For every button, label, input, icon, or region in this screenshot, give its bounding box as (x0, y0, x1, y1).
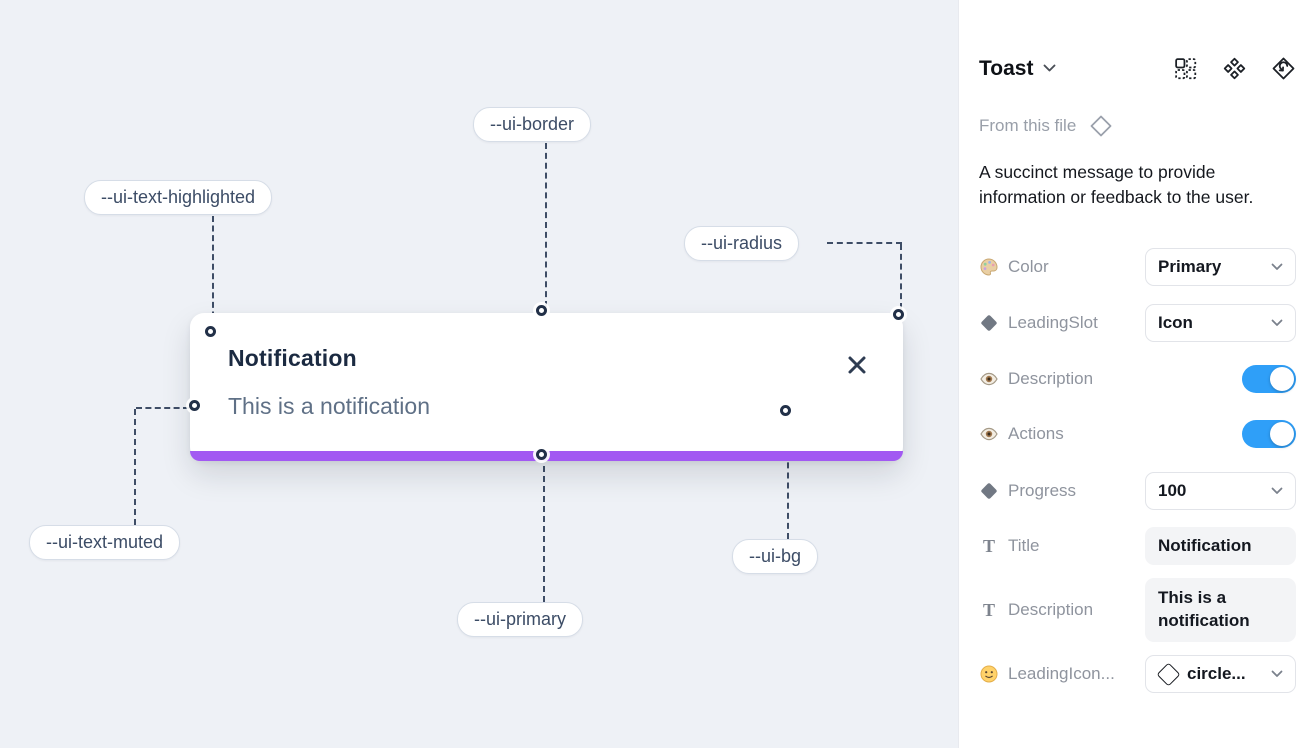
progress-select[interactable]: 100 (1145, 472, 1296, 510)
label-ui-text-highlighted-text: --ui-text-highlighted (101, 187, 256, 207)
connector-ui-text-muted-vertical (134, 409, 136, 525)
label-ui-radius[interactable]: --ui-radius (684, 226, 800, 261)
header-icons (1173, 56, 1296, 81)
toast-component[interactable]: Notification This is a notification (190, 313, 903, 461)
title-field[interactable]: Notification (1145, 527, 1296, 565)
properties-panel: Toast (958, 0, 1312, 748)
prop-label-description-text: Description (1008, 600, 1094, 619)
color-select-value: Primary (1158, 257, 1222, 276)
label-ui-text-muted[interactable]: --ui-text-muted (29, 525, 181, 560)
diamond-outline-icon (1156, 661, 1181, 687)
smiley-icon (979, 664, 999, 684)
progress-select-value: 100 (1158, 481, 1187, 500)
description-field[interactable]: This is a notification (1145, 578, 1296, 642)
prop-label-actions-toggle: Actions (1008, 424, 1064, 443)
component-description: A succinct message to provide informatio… (979, 162, 1254, 208)
prop-row-description-toggle: Description (979, 365, 1296, 393)
connector-ui-radius-vertical (900, 244, 902, 309)
label-ui-primary[interactable]: --ui-primary (457, 602, 583, 637)
prop-row-color: Color Primary (979, 248, 1296, 286)
label-ui-text-highlighted[interactable]: --ui-text-highlighted (84, 180, 273, 215)
leadingslot-select[interactable]: Icon (1145, 304, 1296, 342)
toggle-knob (1270, 422, 1294, 446)
label-ui-bg[interactable]: --ui-bg (732, 539, 819, 574)
toast-description: This is a notification (228, 393, 430, 419)
toggle-knob (1270, 367, 1294, 391)
label-ui-border-text: --ui-border (490, 114, 575, 134)
text-icon: T (982, 599, 995, 620)
chevron-down-icon (1271, 670, 1283, 678)
prop-row-leadingicon: LeadingIcon... circle... (979, 655, 1296, 693)
reset-instance-icon[interactable] (1271, 56, 1296, 81)
chevron-down-icon (1044, 64, 1056, 72)
description-toggle[interactable] (1242, 365, 1296, 393)
label-ui-border[interactable]: --ui-border (473, 107, 592, 142)
leadingicon-select-value: circle... (1187, 664, 1246, 683)
prop-row-description-text: T Description This is a notification (979, 577, 1296, 643)
source-row: From this file (979, 113, 1114, 139)
component-title-dropdown[interactable] (1043, 64, 1056, 73)
prop-row-leadingslot: LeadingSlot Icon (979, 304, 1296, 342)
leadingicon-select[interactable]: circle... (1145, 655, 1296, 693)
eye-icon (979, 369, 999, 389)
label-ui-radius-text: --ui-radius (701, 233, 783, 253)
anchor-dot-radius (893, 309, 904, 320)
anchor-dot-border (536, 305, 547, 316)
diamond-outline-icon (1088, 113, 1114, 139)
connector-ui-primary (543, 466, 545, 602)
chevron-down-icon (1271, 263, 1283, 271)
color-select[interactable]: Primary (1145, 248, 1296, 286)
prop-label-progress: Progress (1008, 481, 1077, 500)
prop-label-color: Color (1008, 257, 1049, 276)
prop-row-actions-toggle: Actions (979, 420, 1296, 448)
leadingslot-select-value: Icon (1158, 313, 1193, 332)
anchor-dot-text-muted (189, 400, 200, 411)
design-canvas[interactable]: Notification This is a notification --ui… (0, 0, 958, 748)
label-ui-primary-text: --ui-primary (474, 609, 566, 629)
text-icon: T (982, 535, 995, 556)
palette-icon (979, 257, 999, 277)
actions-toggle[interactable] (1242, 420, 1296, 448)
connector-ui-radius-horizontal (827, 242, 902, 244)
component-title: Toast (979, 56, 1034, 80)
label-ui-bg-text: --ui-bg (749, 546, 802, 566)
chevron-down-icon (1271, 487, 1283, 495)
anchor-dot-text-highlighted (205, 326, 216, 337)
prop-label-description-toggle: Description (1008, 369, 1094, 388)
diamond-icon (979, 314, 999, 332)
connector-ui-text-highlighted (212, 216, 214, 327)
connector-ui-text-muted-horizontal (136, 407, 189, 409)
diamond-icon (979, 482, 999, 500)
eye-icon (979, 424, 999, 444)
instance-swap-icon[interactable] (1173, 56, 1198, 81)
connector-ui-bg (787, 422, 789, 539)
connector-ui-border (545, 143, 547, 307)
toast-close-button[interactable] (845, 353, 869, 377)
prop-label-title: Title (1008, 536, 1040, 555)
prop-label-leadingicon: LeadingIcon... (1008, 664, 1115, 683)
prop-label-leadingslot: LeadingSlot (1008, 313, 1098, 332)
chevron-down-icon (1271, 319, 1283, 327)
source-label: From this file (979, 116, 1077, 135)
toast-title: Notification (228, 345, 357, 371)
x-icon (846, 354, 868, 376)
label-ui-text-muted-text: --ui-text-muted (46, 532, 164, 552)
anchor-dot-primary (536, 449, 547, 460)
prop-row-title: T Title Notification (979, 527, 1296, 565)
panel-header: Toast (979, 56, 1296, 81)
anchor-dot-bg (780, 405, 791, 416)
component-icon[interactable] (1222, 56, 1247, 81)
prop-row-progress: Progress 100 (979, 472, 1296, 510)
